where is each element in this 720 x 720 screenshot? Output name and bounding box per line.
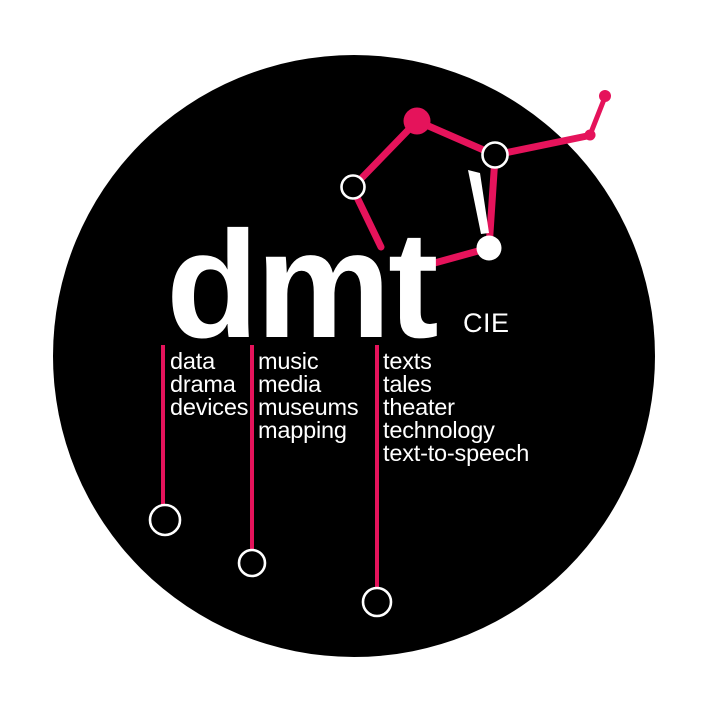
keyword-column-d: data drama devices — [148, 345, 248, 537]
keyword-text-to-speech: text-to-speech — [383, 440, 529, 466]
keyword-museums: museums — [258, 394, 358, 420]
black-disc — [53, 55, 655, 657]
node-far-mid — [584, 129, 596, 141]
keyword-mapping: mapping — [258, 417, 347, 443]
keyword-column-t: texts tales theater technology text-to-s… — [361, 345, 529, 618]
keyword-texts: texts — [383, 348, 432, 374]
node-exclamation-dot — [476, 235, 502, 261]
column-node-t — [361, 586, 393, 618]
node-apex — [403, 107, 431, 135]
edge-farmid-fartop — [587, 94, 608, 138]
edge-junction-exclamation — [485, 153, 499, 252]
exclamation-mark — [468, 170, 489, 234]
edge-apex-junction — [413, 117, 499, 159]
wordmark-dmt: dmt — [166, 200, 437, 370]
keyword-devices: devices — [170, 394, 248, 420]
column-node-d — [148, 503, 182, 537]
suffix-cie: CIE — [463, 308, 510, 338]
keyword-technology: technology — [383, 417, 495, 443]
constellation-edges — [349, 94, 608, 271]
node-junction — [481, 141, 509, 169]
constellation-nodes — [340, 90, 611, 261]
keyword-media: media — [258, 371, 322, 397]
exclamation-stem-icon — [468, 170, 489, 234]
node-left — [340, 174, 366, 200]
keyword-music: music — [258, 348, 319, 374]
keyword-theater: theater — [383, 394, 455, 420]
edge-junction-farmid — [491, 131, 596, 159]
keyword-column-m: music media museums mapping — [237, 345, 359, 578]
node-far-top — [599, 90, 611, 102]
edge-left-apex — [349, 117, 421, 191]
keyword-tales: tales — [383, 371, 432, 397]
keyword-drama: drama — [170, 371, 237, 397]
keyword-data: data — [170, 348, 216, 374]
column-node-m — [237, 548, 267, 578]
